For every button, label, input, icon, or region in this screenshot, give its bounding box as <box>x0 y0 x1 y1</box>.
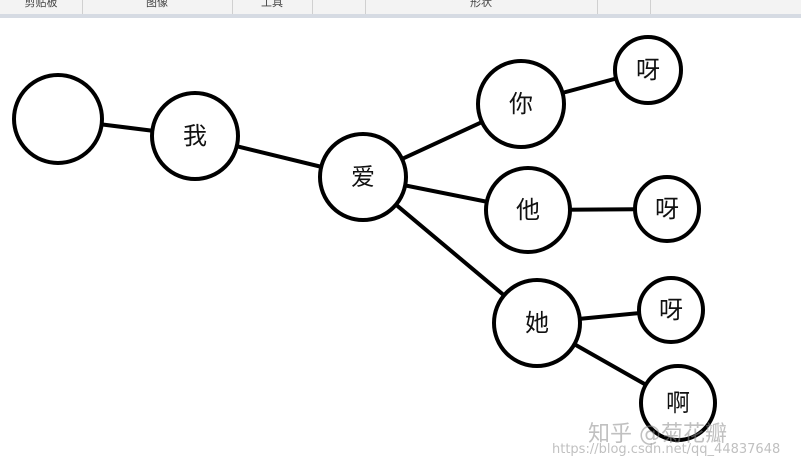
node-label-ya1: 呀 <box>636 56 660 84</box>
ribbon-group-brushes[interactable] <box>312 0 366 14</box>
node-label-ta_he: 他 <box>516 196 540 224</box>
node-label-a: 啊 <box>666 389 690 417</box>
node-circle-a <box>639 364 717 442</box>
node-circle-ta_he <box>484 166 572 254</box>
node-circle-ya3 <box>637 276 705 344</box>
edges-layer <box>56 68 680 405</box>
node-circle-root <box>12 73 104 165</box>
node-circle-ya2 <box>633 175 701 243</box>
node-circle-ya1 <box>613 35 683 105</box>
ribbon-group-clipboard[interactable]: 剪贴板 <box>0 0 83 14</box>
node-circle-ta_she <box>492 278 582 368</box>
watermark-text: 知乎 @菊花瓣 <box>588 422 727 447</box>
node-ya2: 呀 <box>633 175 701 243</box>
node-circle-ai <box>318 132 408 222</box>
node-wo: 我 <box>150 91 240 181</box>
node-label-ya2: 呀 <box>655 195 679 223</box>
node-ta_she: 她 <box>492 278 582 368</box>
node-label-ni: 你 <box>509 90 533 118</box>
node-ta_he: 他 <box>484 166 572 254</box>
node-ai: 爱 <box>318 132 408 222</box>
node-a: 啊 <box>639 364 717 442</box>
node-circle-ni <box>476 59 566 149</box>
ribbon-group-image[interactable]: 图像 <box>82 0 233 14</box>
ribbon-group-shapes[interactable]: 形状 <box>365 0 598 14</box>
node-ya3: 呀 <box>637 276 705 344</box>
ribbon-group-size[interactable] <box>597 0 651 14</box>
node-label-ai: 爱 <box>351 163 375 191</box>
node-circle-wo <box>150 91 240 181</box>
node-label-ya3: 呀 <box>659 296 683 324</box>
paint-ribbon: 剪贴板 图像 工具 形状 <box>0 0 801 18</box>
node-label-wo: 我 <box>183 122 207 150</box>
drawing-canvas[interactable]: 我爱你他她呀呀呀啊 知乎 @菊花瓣 https://blog.csdn.net/… <box>0 18 801 457</box>
node-ni: 你 <box>476 59 566 149</box>
ribbon-group-tools[interactable]: 工具 <box>232 0 313 14</box>
node-ya1: 呀 <box>613 35 683 105</box>
node-root <box>12 73 104 165</box>
node-label-ta_she: 她 <box>525 309 549 337</box>
